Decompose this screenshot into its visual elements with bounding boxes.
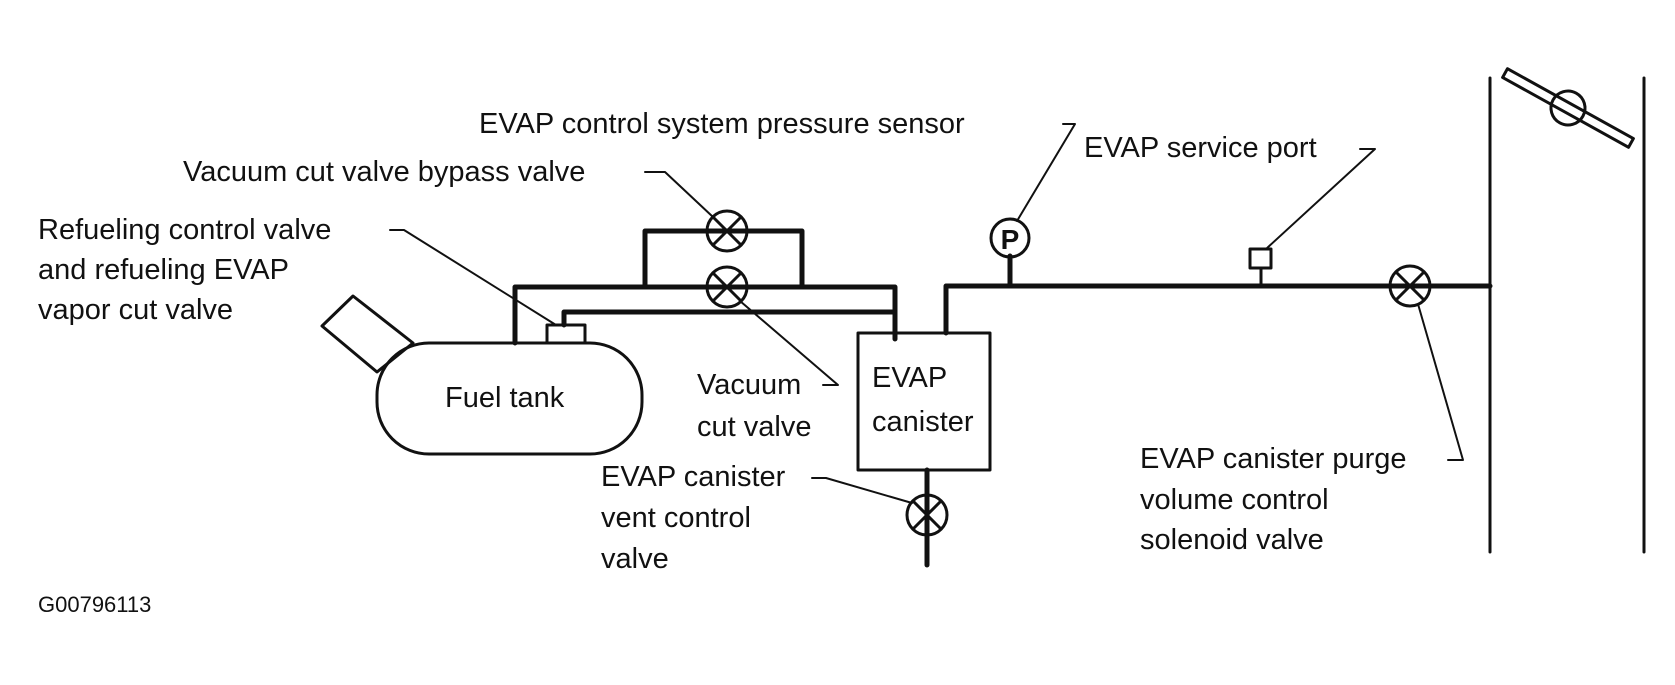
main-vent-pipe [512, 284, 898, 346]
pressure-symbol: P [1001, 224, 1020, 255]
label-bypass-valve: Vacuum cut valve bypass valve [183, 156, 585, 188]
pipes [512, 228, 1493, 568]
vacuum-cut-valve-icon [705, 265, 749, 309]
label-vent-line3: valve [601, 543, 669, 575]
leader-lines [389, 123, 1464, 504]
label-pressure-sensor: EVAP control system pressure sensor [479, 108, 965, 140]
label-purge-line1: EVAP canister purge [1140, 443, 1407, 475]
label-refueling-line1: Refueling control valve [38, 214, 331, 246]
label-refueling-line2: and refueling EVAP [38, 254, 289, 286]
figure-id: G00796113 [38, 592, 151, 617]
label-fuel-tank: Fuel tank [445, 382, 565, 414]
leader-refueling-valve [389, 229, 557, 326]
bypass-valve-icon [705, 209, 749, 253]
label-vent-line1: EVAP canister [601, 461, 786, 493]
leader-pressure-sensor [1016, 123, 1076, 222]
label-vacuum-cut-line1: Vacuum [697, 369, 801, 401]
purge-valve-icon [1388, 264, 1432, 308]
evap-canister: EVAP canister [856, 331, 992, 472]
leader-vent-valve [811, 477, 913, 504]
vent-control-valve-icon [905, 493, 949, 537]
fuel-tank [320, 294, 644, 456]
label-vacuum-cut-line2: cut valve [697, 411, 811, 443]
label-refueling-line3: vapor cut valve [38, 294, 233, 326]
refueling-control-valve-box [545, 323, 587, 345]
leader-bypass-valve [644, 171, 714, 218]
canister-label-line1: EVAP [872, 362, 947, 394]
leader-service-port [1265, 148, 1376, 250]
label-vent-line2: vent control [601, 502, 751, 534]
leader-purge-valve [1417, 303, 1464, 461]
filler-neck [320, 294, 415, 374]
bypass-pipe [642, 228, 805, 290]
refueling-pipe [561, 309, 898, 328]
purge-pipe [943, 283, 1493, 336]
label-service-port: EVAP service port [1084, 132, 1317, 164]
intake-manifold [1488, 67, 1646, 554]
pressure-sensor-icon: P [989, 217, 1031, 259]
label-purge-line3: solenoid valve [1140, 524, 1324, 556]
throttle-plate-icon [1501, 67, 1635, 149]
leader-vacuum-cut-valve [739, 300, 839, 386]
fuel-tank-body [375, 341, 644, 456]
service-port-icon [1248, 247, 1273, 270]
canister-label-line2: canister [872, 406, 974, 438]
evap-canister-box [856, 331, 992, 472]
label-purge-line2: volume control [1140, 484, 1329, 516]
